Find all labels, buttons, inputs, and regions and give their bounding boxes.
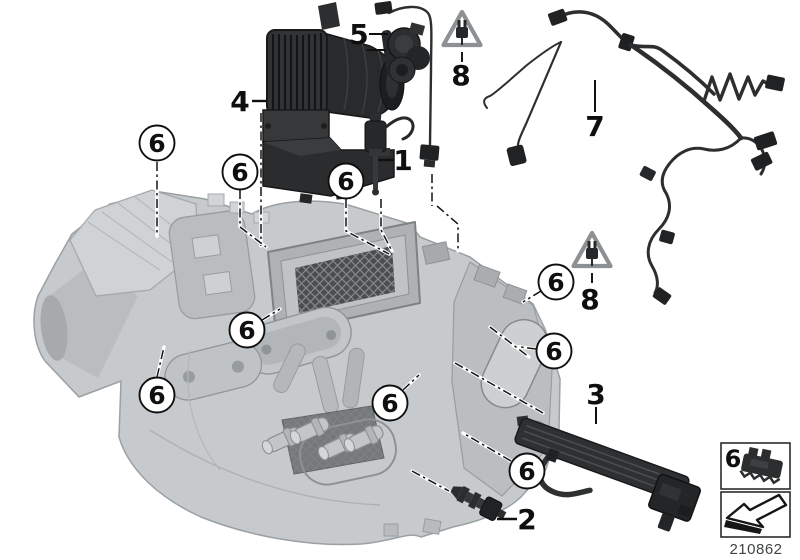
- warning-label-8a[interactable]: 8: [451, 59, 470, 92]
- callout-circle-6[interactable]: 6: [508, 452, 546, 490]
- connector-plug: [659, 229, 675, 245]
- part-label-5[interactable]: 5: [349, 18, 368, 51]
- callout-circle-6[interactable]: 6: [327, 162, 365, 200]
- leader-lines: [155, 111, 545, 493]
- callout-circle-6[interactable]: 6: [221, 153, 259, 191]
- svg-text:6: 6: [381, 389, 398, 418]
- svg-text:6: 6: [547, 268, 564, 297]
- connector-plug: [506, 144, 527, 167]
- temperature-sensor-part-2: [450, 485, 507, 521]
- connector-plug: [765, 74, 785, 92]
- svg-text:6: 6: [545, 337, 562, 366]
- actuator-part: [374, 1, 440, 168]
- callout-circle-6[interactable]: 6: [537, 263, 575, 301]
- svg-text:6: 6: [148, 129, 165, 158]
- wiring-harness-part-7: [483, 8, 785, 305]
- warning-label-8b[interactable]: 8: [580, 283, 599, 316]
- warning-triangle-icon: [571, 230, 613, 269]
- part-label-2[interactable]: 2: [517, 503, 536, 536]
- connector-plug: [419, 144, 440, 161]
- direction-arrow-icon: [724, 493, 788, 534]
- legend-clip-box[interactable]: 6: [720, 442, 791, 490]
- electrical-plug-icon: [456, 20, 468, 45]
- svg-text:6: 6: [337, 167, 354, 196]
- connector-plug: [753, 131, 778, 151]
- connector-plug: [374, 1, 393, 15]
- svg-text:6: 6: [518, 457, 535, 486]
- svg-text:6: 6: [231, 158, 248, 187]
- connector-plug: [547, 8, 568, 26]
- part-label-4[interactable]: 4: [230, 85, 249, 118]
- part-label-7[interactable]: 7: [585, 110, 604, 143]
- part-label-1[interactable]: 1: [393, 144, 412, 177]
- svg-text:6: 6: [238, 316, 255, 345]
- drain-nozzles: [261, 417, 384, 461]
- svg-text:6: 6: [148, 381, 165, 410]
- callout-circle-6[interactable]: 6: [228, 311, 266, 349]
- callout-circle-6[interactable]: 6: [535, 332, 573, 370]
- callout-circle-6[interactable]: 6: [371, 384, 409, 422]
- callout-circle-6[interactable]: 6: [138, 124, 176, 162]
- callout-circle-6[interactable]: 6: [138, 376, 176, 414]
- legend-arrow-box[interactable]: [720, 491, 791, 538]
- sensor-part-1: [364, 112, 415, 196]
- connector-plug: [652, 287, 672, 305]
- electrical-plug-icon: [586, 241, 598, 266]
- fastener-clip-icon: [739, 447, 783, 485]
- diagram-number: 210862: [729, 541, 782, 558]
- warning-triangle-icon: [441, 9, 483, 48]
- legend-item-label: 6: [725, 445, 742, 473]
- connector-plug: [750, 151, 773, 171]
- hvac-housing-drawing: [33, 189, 562, 546]
- part-label-3[interactable]: 3: [586, 378, 605, 411]
